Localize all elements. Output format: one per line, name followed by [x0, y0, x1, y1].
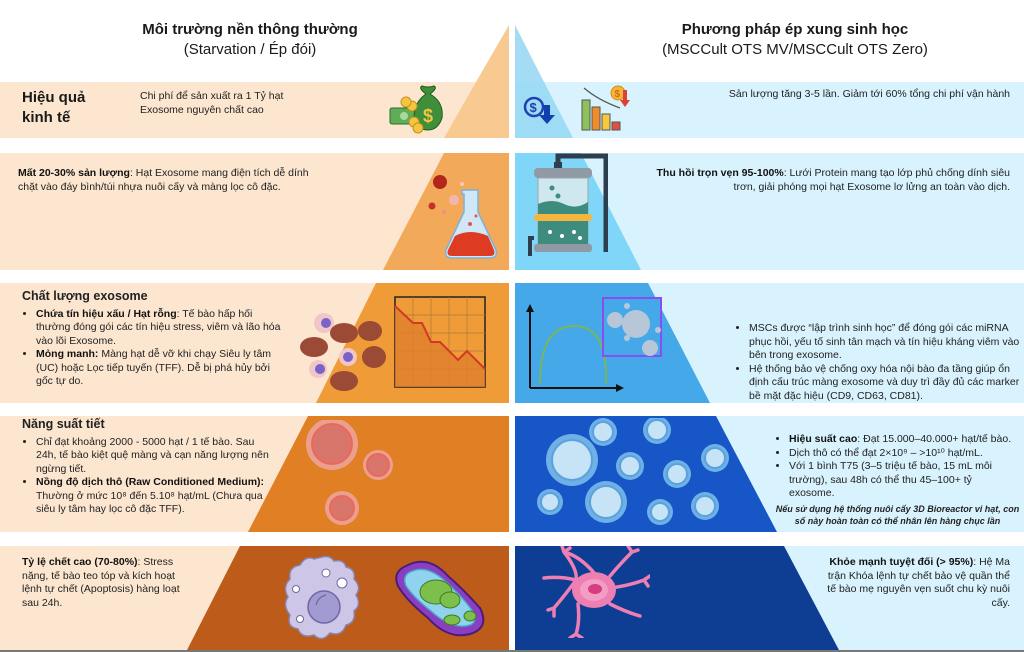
row1-right-text: Sản lượng tăng 3-5 lần. Giảm tới 60% tổn…	[728, 88, 1010, 100]
row5-left-text: Tỷ lệ chết cao (70-80%): Stress nặng, tế…	[22, 556, 192, 610]
row4-left-title: Năng suất tiết	[22, 417, 105, 431]
blood-cells-icon	[300, 313, 386, 391]
right-header-title: Phương pháp ép xung sinh học	[681, 21, 909, 38]
row3-right-block: MSCs được “lập trình sinh học” để đóng g…	[735, 322, 1020, 403]
row3-left-list: Chứa tín hiệu xấu / Hạt rỗng: Tế bào hấp…	[22, 308, 287, 389]
bullet-bold: Hiệu suất cao	[789, 433, 858, 445]
list-item: Hiệu suất cao: Đạt 15.000–40.000+ hạt/tế…	[789, 433, 1020, 447]
list-item: Với 1 bình T75 (3–5 triệu tế bào, 15 mL …	[789, 460, 1020, 501]
right-header-subtitle: (MSCCult OTS MV/MSCCult OTS Zero)	[662, 41, 928, 58]
sparse-vesicles-icon	[306, 420, 393, 525]
row4-left-list: Chỉ đạt khoảng 2000 - 5000 hạt / 1 tế bà…	[22, 436, 277, 517]
list-item: Hệ thống bảo vệ chống oxy hóa nội bào đa…	[749, 363, 1020, 404]
row2-left-bold: Mất 20-30% sản lượng	[18, 167, 130, 179]
row1-left-title: Hiệu quả kinh tế	[22, 89, 86, 126]
bullet-text: : Tế bào hấp hối thường đóng gói các tín…	[36, 307, 281, 347]
bullet-bold: Nồng độ dịch thô (Raw Conditioned Medium…	[36, 476, 265, 488]
left-column-header: Môi trường nền thông thường (Starvation …	[110, 20, 390, 60]
row4-right-note: Nếu sử dụng hệ thống nuôi cấy 3D Bioreac…	[775, 503, 1020, 526]
row5-right-body: : Hệ Ma trận Khóa lệnh tự chết bảo vệ qu…	[827, 556, 1010, 609]
right-pyramid-apex	[515, 25, 544, 82]
bullet-text: : Đạt 15.000–40.000+ hạt/tế bào.	[857, 433, 1012, 445]
bottom-border	[0, 650, 1024, 652]
left-header-title: Môi trường nền thông thường	[142, 21, 358, 38]
row2-right-bold: Thu hồi trọn vẹn 95-100%	[656, 167, 784, 179]
list-item: MSCs được “lập trình sinh học” để đóng g…	[749, 322, 1020, 363]
dense-vesicles-icon	[537, 418, 729, 525]
row3-left-block: Chất lượng exosome Chứa tín hiệu xấu / H…	[22, 289, 287, 389]
list-item: Chỉ đạt khoảng 2000 - 5000 hạt / 1 tế bà…	[36, 436, 277, 477]
row5-right-bold: Khỏe mạnh tuyệt đối (> 95%)	[829, 556, 974, 568]
row5-left-body: : Stress nặng, tế bào teo tóp và kích ho…	[22, 556, 180, 609]
row2-left-text: Mất 20-30% sản lượng: Hạt Exosome mang đ…	[18, 167, 328, 194]
row4-left-block: Năng suất tiết Chỉ đạt khoảng 2000 - 500…	[22, 417, 277, 517]
list-item: Chứa tín hiệu xấu / Hạt rỗng: Tế bào hấp…	[36, 308, 287, 349]
svg-text:$: $	[530, 100, 538, 115]
svg-text:$: $	[423, 106, 433, 126]
healthy-stem-cell-icon	[542, 546, 650, 638]
cost-down-icon: $	[523, 96, 555, 124]
money-bag-icon: $	[389, 85, 443, 134]
row3-right-list: MSCs được “lập trình sinh học” để đóng g…	[735, 322, 1020, 403]
row4-right-list: Hiệu suất cao: Đạt 15.000–40.000+ hạt/tế…	[775, 433, 1020, 501]
bullet-text: Màng hạt dễ vỡ khi chạy Siêu ly tâm (UC)…	[36, 348, 272, 387]
declining-cost-chart-icon: $	[581, 85, 630, 131]
row1-left-text: Chi phí để sản xuất ra 1 Tỷ hạt Exosome …	[140, 90, 284, 116]
row5-right-text: Khỏe mạnh tuyệt đối (> 95%): Hệ Ma trận …	[820, 556, 1010, 610]
row2-right-body: : Lưới Protein mang tạo lớp phủ chống dí…	[733, 167, 1010, 193]
list-item: Mỏng manh: Màng hạt dễ vỡ khi chạy Siêu …	[36, 348, 287, 389]
list-item: Nồng độ dịch thô (Raw Conditioned Medium…	[36, 476, 277, 517]
bullet-text: Thường ở mức 10⁸ đến 5.10⁸ hạt/mL (Chưa …	[36, 489, 263, 516]
row3-left-title: Chất lượng exosome	[22, 289, 148, 303]
row5-left-bold: Tỷ lệ chết cao (70-80%)	[22, 556, 138, 568]
left-tri-1	[444, 82, 509, 138]
bullet-bold: Chứa tín hiệu xấu / Hạt rỗng	[36, 307, 177, 320]
damaged-cell-icon	[395, 560, 485, 637]
left-pyramid-apex	[476, 25, 509, 82]
bioreactor-icon	[528, 153, 608, 256]
left-header-subtitle: (Starvation / Ép đói)	[183, 41, 317, 58]
row2-left-body: : Hạt Exosome mang điện tích dễ dính chặ…	[18, 167, 309, 193]
bullet-bold: Mỏng manh:	[36, 348, 99, 360]
flask-icon	[428, 175, 498, 259]
declining-line-chart-icon	[394, 296, 486, 388]
right-column-header: Phương pháp ép xung sinh học (MSCCult OT…	[630, 20, 960, 60]
bell-curve-chart-icon	[526, 297, 662, 392]
vesicle-group	[537, 418, 729, 525]
svg-text:$: $	[615, 89, 621, 100]
apoptotic-cell-icon	[284, 555, 360, 640]
list-item: Dịch thô có thể đạt 2×10⁹ – >10¹⁰ hạt/mL…	[789, 447, 1020, 461]
row2-right-text: Thu hồi trọn vẹn 95-100%: Lưới Protein m…	[640, 167, 1010, 194]
row4-right-block: Hiệu suất cao: Đạt 15.000–40.000+ hạt/tế…	[775, 433, 1020, 527]
